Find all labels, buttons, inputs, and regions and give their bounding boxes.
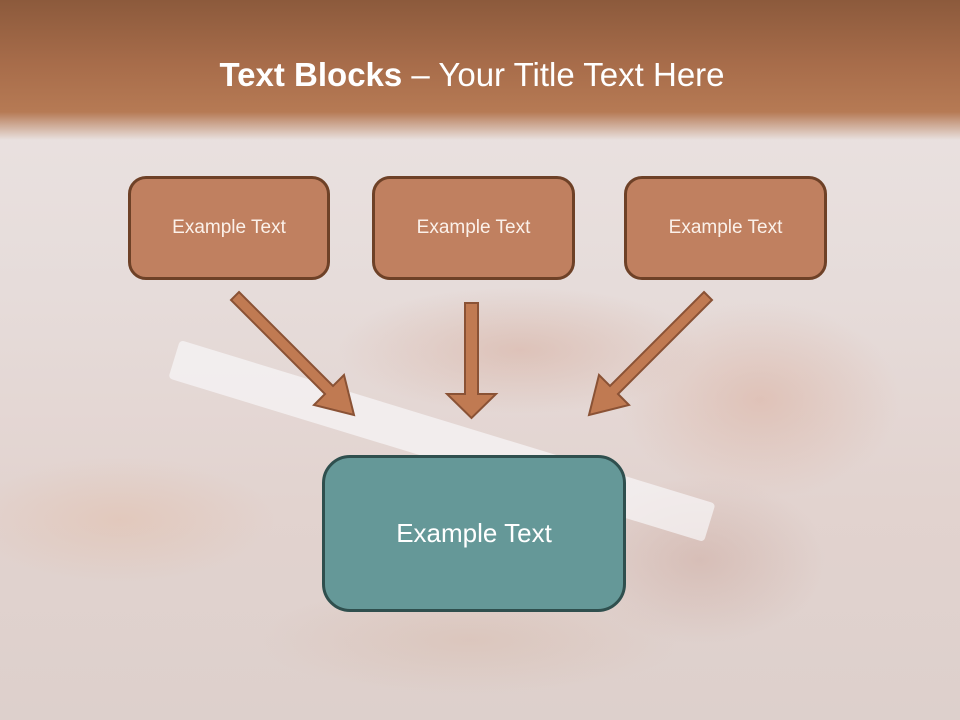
text-block-1[interactable]: Example Text [128, 176, 330, 280]
arrow-down-left-icon [587, 290, 714, 417]
text-block-2[interactable]: Example Text [372, 176, 575, 280]
page-title: Text Blocks – Your Title Text Here [0, 55, 944, 95]
title-rest: Your Title Text Here [438, 56, 725, 93]
center-text-block-label: Example Text [396, 518, 552, 548]
arrow-down-right-icon [229, 290, 356, 417]
title-separator: – [402, 56, 439, 93]
center-text-block[interactable]: Example Text [322, 455, 626, 612]
arrow-down-icon [444, 302, 499, 420]
text-block-2-label: Example Text [416, 217, 531, 238]
text-block-3-label: Example Text [668, 217, 783, 238]
text-block-3[interactable]: Example Text [624, 176, 827, 280]
title-bar [0, 0, 960, 140]
title-bold: Text Blocks [219, 56, 403, 93]
text-block-1-label: Example Text [172, 217, 286, 238]
